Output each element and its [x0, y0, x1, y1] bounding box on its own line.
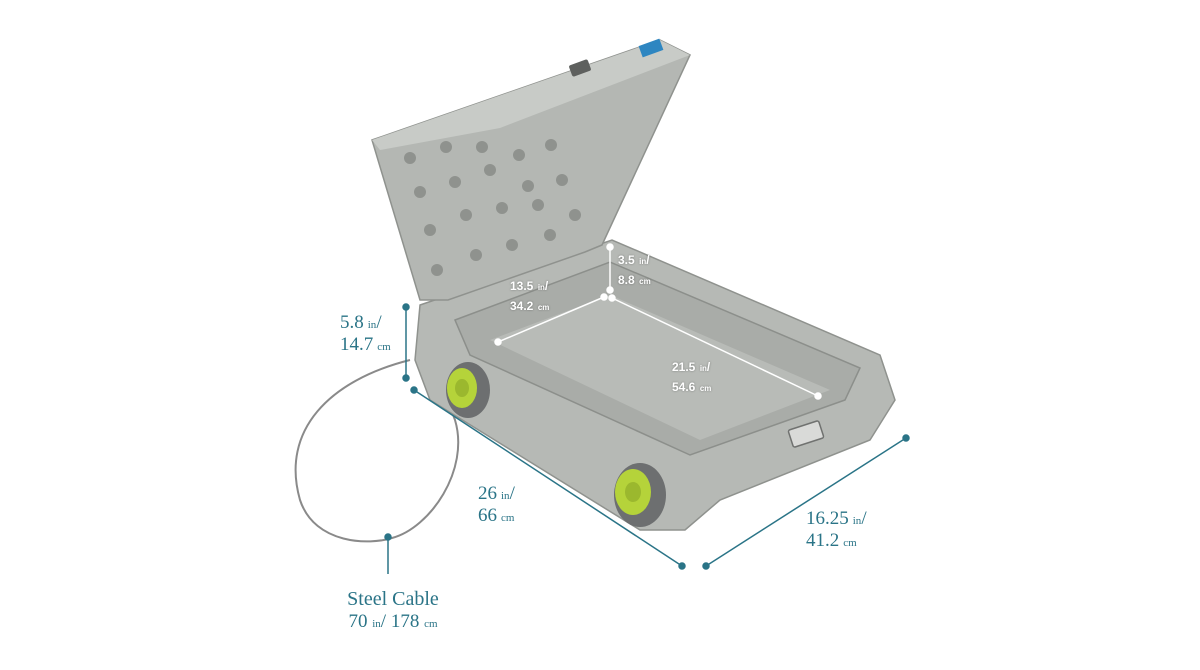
- length-label: 26 in/ 66 cm: [478, 483, 515, 526]
- steel-cable: [294, 359, 460, 543]
- lid-top-edge: [372, 40, 690, 150]
- latch: [787, 420, 825, 448]
- wheel-front: [614, 463, 666, 527]
- cable-title: Steel Cable: [347, 588, 439, 610]
- interior-width-label: 13.5 in/ 34.2 cm: [510, 279, 550, 313]
- brand-badge: [638, 38, 664, 58]
- safe-floor: [490, 295, 830, 440]
- lid-dimples: [404, 139, 581, 276]
- key-icon: [569, 59, 591, 77]
- interior-dimension-lines: [494, 243, 822, 400]
- height-label: 5.8 in/ 14.7 cm: [340, 312, 391, 355]
- interior-depth-label: 3.5 in/ 8.8 cm: [618, 253, 651, 287]
- cable-caption: Steel Cable 70 in/ 178 cm: [318, 588, 468, 633]
- interior-length-label: 21.5 in/ 54.6 cm: [672, 360, 712, 394]
- width-label: 16.25 in/ 41.2 cm: [806, 508, 867, 551]
- exterior-dimension-lines: [384, 303, 910, 574]
- wheel-rear: [446, 362, 490, 418]
